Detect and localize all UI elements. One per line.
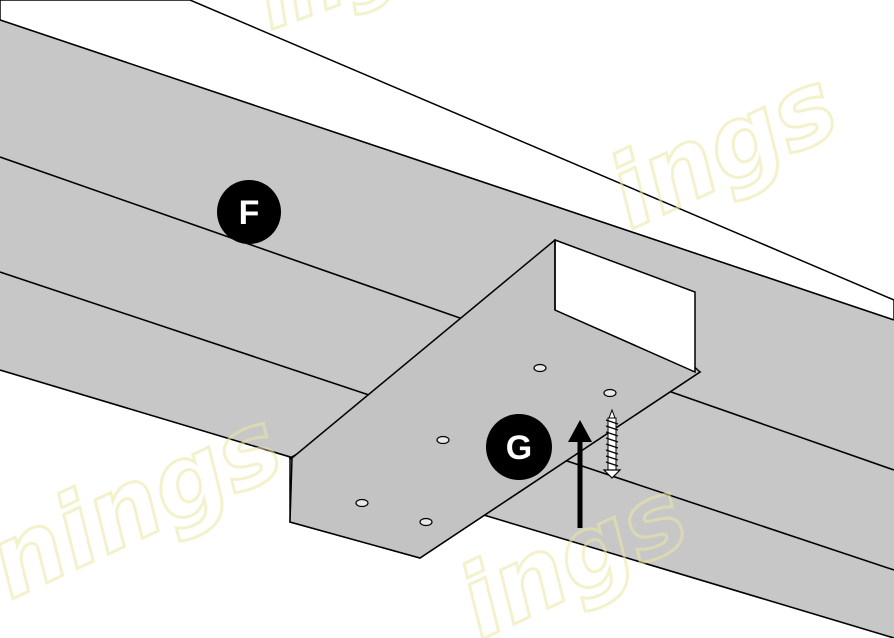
label-g: G <box>506 429 532 467</box>
watermark: nings <box>0 386 299 622</box>
label-f: F <box>239 194 260 232</box>
up-arrow-icon <box>568 420 592 528</box>
beam-edge-top <box>0 19 894 321</box>
board-seam-1 <box>0 156 894 471</box>
screw-icon <box>602 408 622 479</box>
watermark: ings <box>245 0 455 48</box>
screw-hole <box>355 498 369 508</box>
screw-hole <box>419 517 433 527</box>
screw-hole <box>603 388 617 398</box>
beam-top-face <box>0 0 894 321</box>
label-g-badge: G <box>486 414 552 480</box>
watermark: ings <box>591 46 855 252</box>
screw-hole <box>533 363 547 373</box>
screw-hole <box>436 435 450 445</box>
label-f-badge: F <box>217 180 281 244</box>
